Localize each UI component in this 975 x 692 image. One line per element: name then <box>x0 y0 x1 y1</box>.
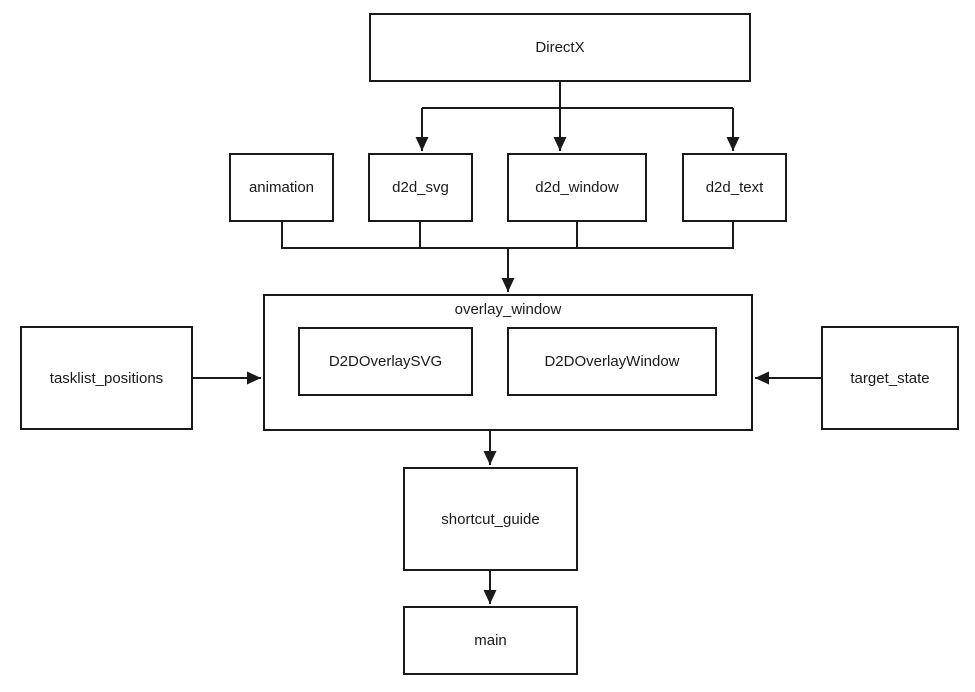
node-d2d-svg-label: d2d_svg <box>392 179 449 196</box>
node-directx: DirectX <box>369 13 751 82</box>
node-shortcut-guide-label: shortcut_guide <box>441 510 540 528</box>
node-d2d-overlay-window-label: D2DOverlayWindow <box>544 353 680 370</box>
node-target-state: target_state <box>821 326 959 430</box>
node-main: main <box>403 606 578 675</box>
node-target-state-label: target_state <box>850 369 930 387</box>
node-overlay-window-label: overlay_window <box>454 301 562 318</box>
node-main-label: main <box>474 632 507 649</box>
node-d2d-overlay-svg-label: D2DOverlaySVG <box>328 353 443 370</box>
node-directx-label: DirectX <box>535 39 585 56</box>
node-shortcut-guide: shortcut_guide <box>403 467 578 571</box>
node-d2d-svg: d2d_svg <box>368 153 473 222</box>
edge-directx-branch <box>422 82 733 109</box>
node-tasklist-positions: tasklist_positions <box>20 326 193 430</box>
node-animation: animation <box>229 153 334 222</box>
edge-modules-merge-bus <box>281 221 734 249</box>
node-d2d-overlay-svg: D2DOverlaySVG <box>298 327 473 396</box>
node-d2d-window: d2d_window <box>507 153 647 222</box>
node-tasklist-positions-label: tasklist_positions <box>49 369 164 387</box>
node-d2d-window-label: d2d_window <box>535 179 619 196</box>
node-overlay-window: overlay_window D2DOverlaySVG D2DOverlayW… <box>263 294 753 431</box>
node-d2d-text-label: d2d_text <box>705 179 764 196</box>
node-animation-label: animation <box>248 179 315 196</box>
node-d2d-text: d2d_text <box>682 153 787 222</box>
node-d2d-overlay-window: D2DOverlayWindow <box>507 327 717 396</box>
